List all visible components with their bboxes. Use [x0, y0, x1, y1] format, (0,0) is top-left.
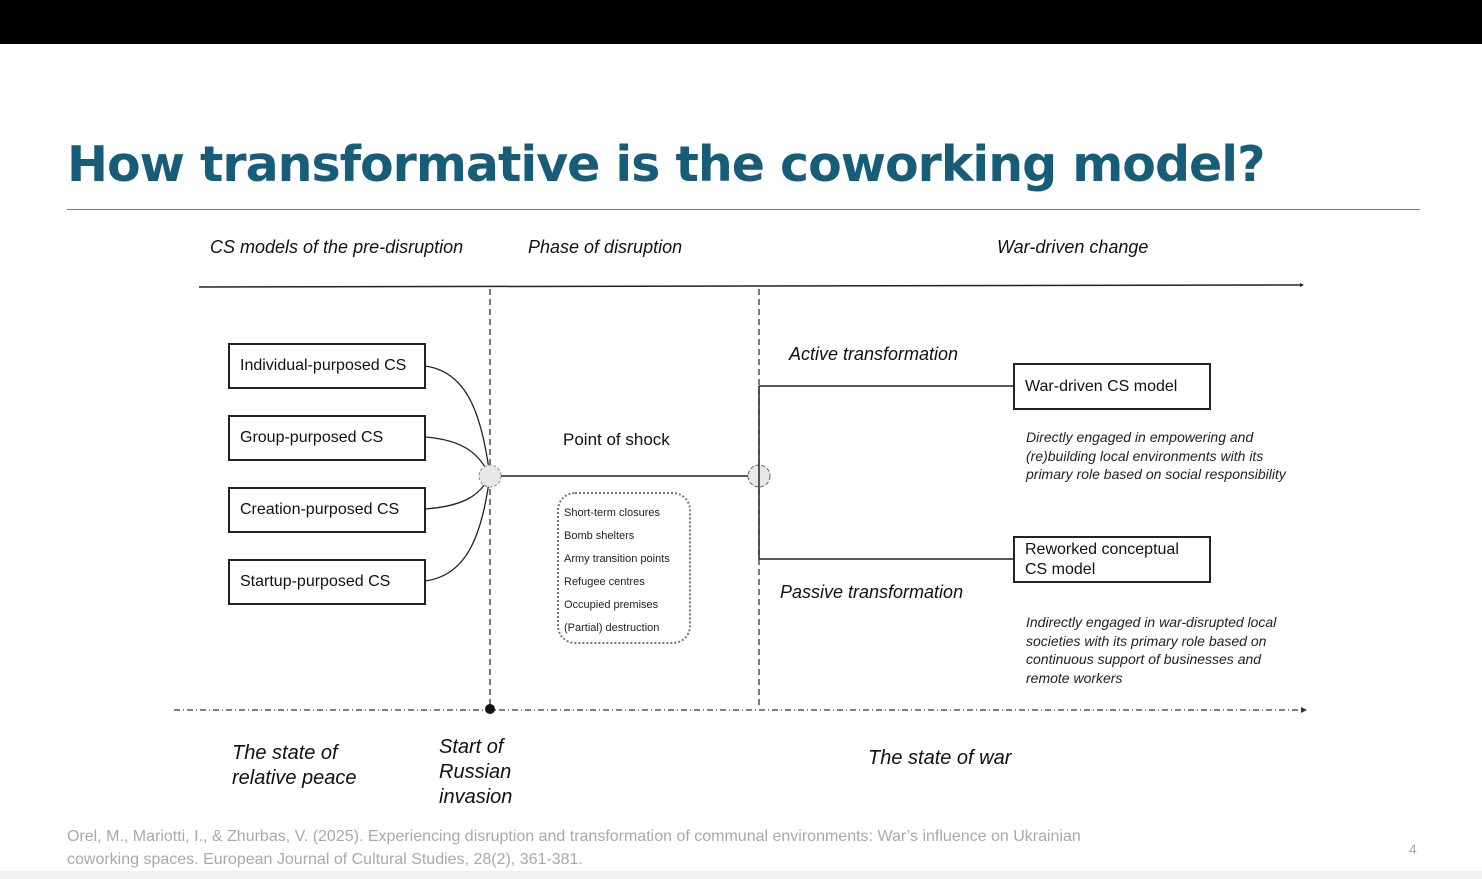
merge-node: [478, 464, 502, 488]
label-line: Russian: [439, 761, 512, 783]
desc-line: Indirectly engaged in war-disrupted loca…: [1026, 614, 1277, 630]
shock-items-list: Short-term closures Bomb shelters Army t…: [557, 492, 691, 644]
shock-item: Refugee centres: [564, 576, 645, 588]
top-axis: [198, 284, 1301, 288]
reworked-model-box: Reworked conceptual CS model: [1013, 536, 1211, 583]
desc-line: societies with its primary role based on: [1026, 632, 1267, 649]
label-line: relative peace: [232, 767, 357, 789]
page-number: 4: [1409, 841, 1417, 857]
top-black-bar: [0, 0, 1482, 44]
desc-line: (re)building local environments with its: [1026, 447, 1264, 464]
model-box-individual: Individual-purposed CS: [228, 343, 426, 389]
bottom-bar: [0, 871, 1482, 879]
peace-label: The state of relative peace: [232, 741, 357, 791]
label-line: The state of: [232, 742, 338, 764]
desc-line: Directly engaged in empowering and: [1026, 429, 1254, 445]
shock-item: Army transition points: [564, 553, 670, 565]
title-divider: [67, 209, 1420, 210]
shock-item: Occupied premises: [564, 599, 659, 611]
invasion-label: Start of Russian invasion: [439, 735, 512, 810]
header-phase-disruption: Phase of disruption: [528, 237, 683, 257]
header-pre-disruption: CS models of the pre-disruption: [210, 237, 464, 257]
desc-line: continuous support of businesses and: [1026, 651, 1262, 667]
label-line: Start of: [439, 736, 504, 758]
box-line: CS model: [1025, 560, 1096, 578]
desc-line: remote workers: [1026, 669, 1123, 686]
passive-description: Indirectly engaged in war-disrupted loca…: [1026, 613, 1276, 687]
box-line: Reworked conceptual: [1025, 540, 1179, 558]
slide-title: How transformative is the coworking mode…: [67, 136, 1265, 193]
active-transformation-label: Active transformation: [789, 344, 959, 364]
desc-line: primary role based on social responsibil…: [1026, 466, 1286, 482]
citation-line: coworking spaces. European Journal of Cu…: [67, 851, 583, 868]
active-description: Directly engaged in empowering and (re)b…: [1026, 428, 1286, 484]
citation-line: Orel, M., Mariotti, I., & Zhurbas, V. (2…: [67, 828, 1081, 845]
model-box-group: Group-purposed CS: [228, 415, 426, 461]
war-state-label: The state of war: [868, 747, 1012, 769]
shock-item: Bomb shelters: [564, 530, 635, 542]
label-line: invasion: [439, 786, 513, 808]
shock-item: (Partial) destruction: [564, 622, 660, 634]
model-box-startup: Startup-purposed CS: [228, 559, 426, 605]
point-of-shock-label: Point of shock: [563, 430, 670, 449]
model-box-creation: Creation-purposed CS: [228, 487, 426, 533]
war-driven-model-box: War-driven CS model: [1013, 363, 1211, 410]
passive-transformation-label: Passive transformation: [780, 582, 964, 602]
invasion-marker: [485, 704, 495, 714]
shock-item: Short-term closures: [564, 507, 660, 519]
header-war-change: War-driven change: [997, 237, 1149, 257]
citation: Orel, M., Mariotti, I., & Zhurbas, V. (2…: [67, 825, 1081, 871]
